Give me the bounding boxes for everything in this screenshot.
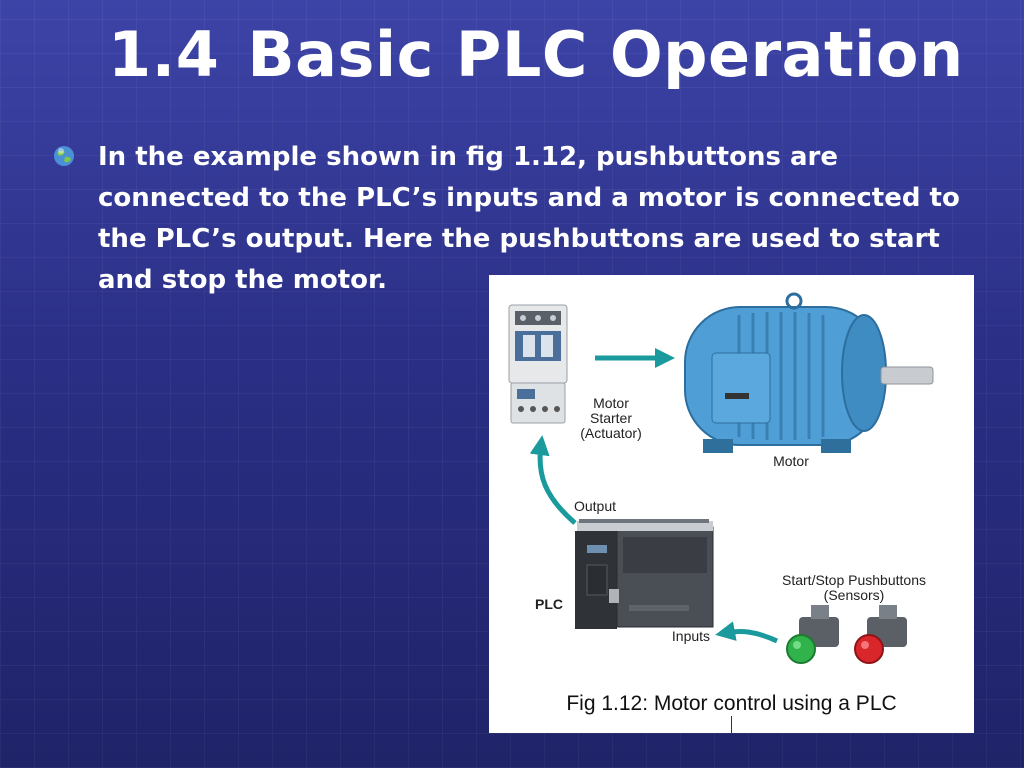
motor-starter-label: Motor Starter (Actuator) [561, 396, 661, 441]
arrow-plc-to-starter [529, 435, 577, 525]
green-pushbutton-image [786, 605, 839, 664]
figure-caption: Fig 1.12: Motor control using a PLC [566, 692, 897, 715]
slide-title: 1.4 Basic PLC Operation [108, 18, 964, 91]
motor-label: Motor [773, 453, 809, 469]
caption-divider [731, 716, 732, 733]
pushbuttons-label: Start/Stop Pushbuttons (Sensors) [761, 573, 947, 603]
motor-starter-image [508, 304, 568, 424]
bullet-line: and stop the motor. [98, 265, 388, 295]
inputs-label: Inputs [671, 628, 711, 644]
figure-motor-control: Motor Starter (Actuator) Motor Output PL… [489, 275, 974, 733]
red-pushbutton-image [854, 605, 907, 664]
pushbuttons-label-line: Start/Stop Pushbuttons [782, 572, 926, 588]
bullet-line: In the example shown in fig 1.12, pushbu… [98, 142, 839, 172]
starter-label-line: Starter [589, 410, 632, 426]
starter-label-line: (Actuator) [580, 425, 642, 441]
pushbuttons-label-line: (Sensors) [823, 587, 885, 603]
arrow-buttons-to-plc [715, 621, 779, 644]
starter-label-line: Motor [593, 395, 629, 411]
plc-label: PLC [535, 596, 563, 612]
title-number: 1.4 [108, 18, 220, 91]
title-text: Basic PLC Operation [247, 18, 964, 91]
bullet-line: connected to the PLC’s inputs and a moto… [98, 183, 960, 213]
bullet-text: In the example shown in fig 1.12, pushbu… [98, 137, 978, 301]
bullet-line: the PLC’s output. Here the pushbuttons a… [98, 224, 940, 254]
figure-illustration [508, 292, 934, 664]
bullet-globe-icon [54, 146, 74, 166]
plc-image [575, 519, 714, 629]
output-label: Output [573, 498, 617, 514]
motor-image [684, 292, 934, 453]
